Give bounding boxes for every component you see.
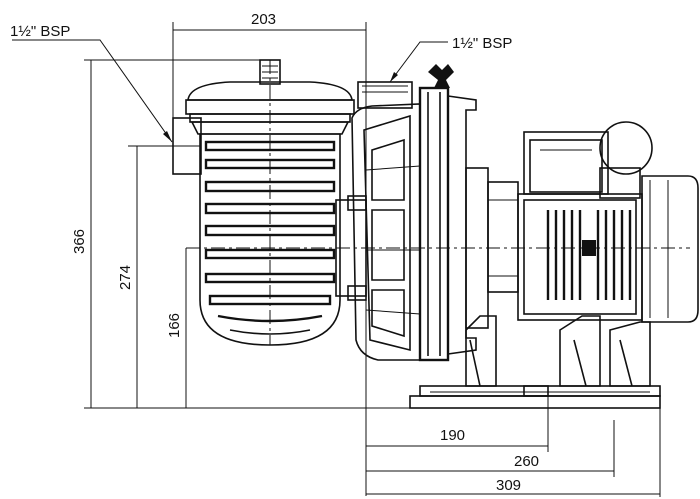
dimension-overall-height: 366 bbox=[71, 229, 88, 254]
dimension-base-309: 309 bbox=[496, 477, 521, 494]
dimension-base-260: 260 bbox=[514, 453, 539, 470]
dimension-base-190: 190 bbox=[440, 427, 465, 444]
outlet-thread-callout: 1½" BSP bbox=[452, 35, 512, 52]
callout-leaders bbox=[12, 39, 448, 143]
dimension-top-width: 203 bbox=[251, 11, 276, 28]
cooling-fins bbox=[546, 210, 632, 300]
strainer-pot bbox=[172, 59, 367, 346]
dimension-shaft-height: 166 bbox=[166, 313, 183, 338]
pump-base bbox=[409, 315, 661, 409]
inlet-thread-callout: 1½" BSP bbox=[10, 23, 70, 40]
dimension-lines bbox=[84, 22, 690, 497]
pump-housing bbox=[351, 64, 519, 362]
motor bbox=[517, 121, 699, 323]
dimension-inlet-height: 274 bbox=[117, 265, 134, 290]
